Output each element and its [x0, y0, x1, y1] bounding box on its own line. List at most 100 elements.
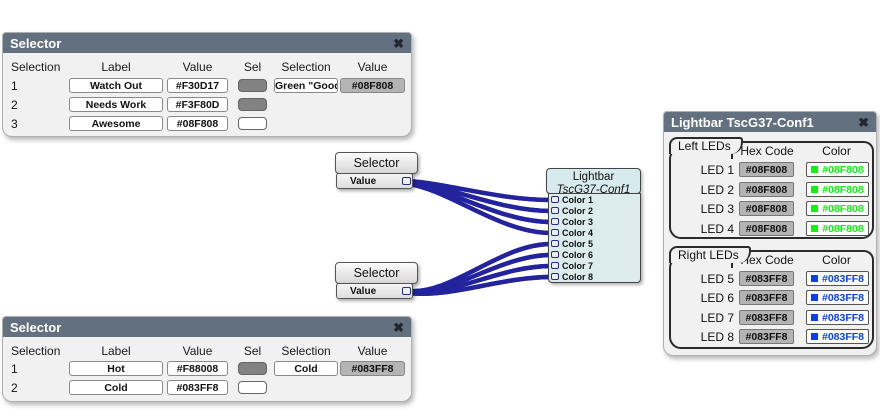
input-port[interactable] [551, 251, 559, 258]
label-input[interactable] [69, 116, 163, 131]
selector-node-top-output-row: Value [336, 173, 413, 189]
sel-button[interactable] [238, 98, 267, 111]
sel-button[interactable] [238, 381, 267, 394]
group-label: Left LEDs [678, 139, 731, 153]
color-swatch [811, 205, 819, 212]
row-number: 3 [11, 116, 18, 131]
selector-panel-bottom-titlebar[interactable]: Selector ✖ [3, 317, 411, 337]
led-color-box[interactable]: #08F808 [806, 162, 869, 177]
header-color: Color [822, 253, 851, 267]
label-input[interactable] [69, 78, 163, 93]
lightbar-panel: Lightbar TscG37-Conf1 ✖ Hex Code Color L… [663, 111, 877, 356]
led-color-text: #08F808 [822, 202, 864, 215]
panel-title: Selector [10, 35, 62, 51]
row-number: 1 [11, 361, 18, 376]
selector-node-top[interactable]: Selector [335, 152, 418, 174]
led-hex-box: #083FF8 [739, 271, 794, 286]
output-port[interactable] [402, 287, 411, 295]
input-port[interactable] [551, 229, 559, 236]
sel-button[interactable] [238, 79, 267, 92]
led-hex-box: #083FF8 [739, 329, 794, 344]
led-hex-box: #083FF8 [739, 310, 794, 325]
color-swatch [810, 294, 818, 301]
lightbar-panel-titlebar[interactable]: Lightbar TscG37-Conf1 ✖ [664, 112, 876, 132]
input-label: Color 7 [562, 260, 594, 271]
wire-bundle-inner [408, 181, 551, 294]
selector-panel-top-titlebar[interactable]: Selector ✖ [3, 33, 411, 53]
selector-node-bottom[interactable]: Selector [335, 262, 418, 284]
label-input[interactable] [69, 361, 163, 376]
sel-button[interactable] [238, 362, 267, 375]
input-port[interactable] [551, 207, 559, 214]
input-label: Color 2 [562, 205, 594, 216]
led-row: LED 2 #08F808 #08F808 [664, 182, 876, 197]
node-input-row: Color 2 [549, 205, 640, 216]
selection-value-display: #083FF8 [340, 361, 405, 376]
close-icon[interactable]: ✖ [393, 319, 404, 335]
header-color: Color [822, 144, 851, 158]
led-color-box[interactable]: #083FF8 [806, 329, 869, 344]
header-hex-code: Hex Code [740, 144, 794, 158]
node-input-row: Color 7 [549, 260, 640, 271]
lightbar-node-body: Color 1 Color 2 Color 3 Color 4 Color 5 … [548, 193, 641, 283]
led-color-box[interactable]: #083FF8 [806, 310, 869, 325]
selection-value-display: #08F808 [340, 78, 405, 93]
close-icon[interactable]: ✖ [858, 114, 869, 130]
input-port[interactable] [551, 240, 559, 247]
panel-title: Selector [10, 319, 62, 335]
led-hex-box: #08F808 [739, 182, 794, 197]
input-label: Color 1 [562, 194, 594, 205]
color-swatch [810, 333, 818, 340]
led-color-box[interactable]: #08F808 [806, 182, 869, 197]
value-input[interactable] [167, 380, 228, 395]
panel-title: Lightbar TscG37-Conf1 [671, 114, 814, 130]
node-title: Selector [353, 266, 400, 280]
close-icon[interactable]: ✖ [393, 35, 404, 51]
led-row: LED 3 #08F808 #08F808 [664, 201, 876, 216]
input-label: Color 3 [562, 216, 594, 227]
selection-input[interactable] [274, 78, 338, 93]
value-input[interactable] [167, 361, 228, 376]
input-port[interactable] [551, 218, 559, 225]
led-row: LED 4 #08F808 #08F808 [664, 221, 876, 236]
input-port[interactable] [551, 196, 559, 203]
led-color-box[interactable]: #083FF8 [806, 271, 869, 286]
color-swatch [811, 225, 819, 232]
led-name: LED 5 [700, 271, 734, 286]
input-label: Color 6 [562, 249, 594, 260]
value-input[interactable] [167, 116, 228, 131]
selector-row: 2 [3, 97, 411, 112]
node-input-row: Color 4 [549, 227, 640, 238]
column-header-value: Value [182, 343, 213, 358]
led-hex-box: #08F808 [739, 201, 794, 216]
value-input[interactable] [167, 97, 228, 112]
led-group-left-headers: Hex Code Color [731, 141, 874, 159]
led-color-text: #08F808 [822, 222, 864, 235]
input-label: Color 5 [562, 238, 594, 249]
color-swatch [810, 314, 818, 321]
led-color-box[interactable]: #08F808 [806, 201, 869, 216]
input-port[interactable] [551, 262, 559, 269]
led-color-box[interactable]: #083FF8 [806, 290, 869, 305]
led-group-right-tab: Right LEDs [669, 246, 751, 263]
input-port[interactable] [551, 273, 559, 280]
label-input[interactable] [69, 380, 163, 395]
selection-input[interactable] [274, 361, 338, 376]
led-color-text: #083FF8 [821, 272, 865, 285]
led-group-right-headers: Hex Code Color [731, 250, 874, 268]
led-hex-box: #08F808 [739, 162, 794, 177]
output-port[interactable] [402, 177, 411, 185]
column-header-value-2: Value [357, 343, 388, 358]
label-input[interactable] [69, 97, 163, 112]
group-label: Right LEDs [678, 248, 739, 262]
lightbar-node-title[interactable]: Lightbar TscG37-Conf1 [546, 168, 641, 196]
led-color-box[interactable]: #08F808 [806, 221, 869, 236]
column-header-selection-2: Selection [281, 343, 331, 358]
led-name: LED 6 [700, 290, 734, 305]
sel-button[interactable] [238, 117, 267, 130]
value-input[interactable] [167, 78, 228, 93]
node-input-row: Color 8 [549, 271, 640, 282]
input-label: Color 8 [562, 271, 594, 282]
node-input-row: Color 1 [549, 194, 640, 205]
